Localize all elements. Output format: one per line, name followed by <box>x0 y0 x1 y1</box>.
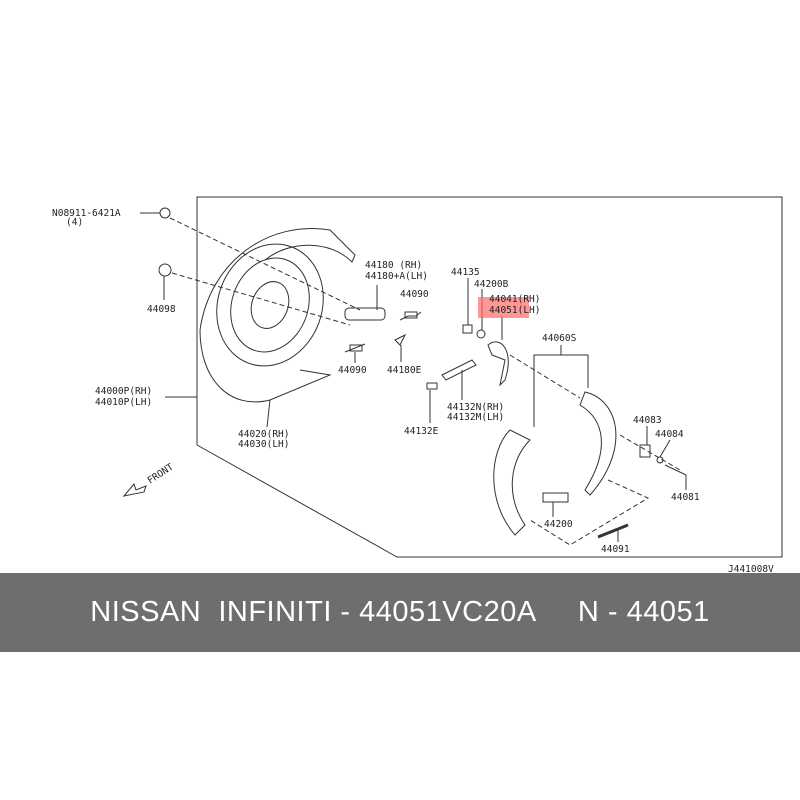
label-44200b[interactable]: 44200B <box>474 279 509 290</box>
label-44030[interactable]: 44030(LH) <box>238 439 289 450</box>
label-bolt-qty: (4) <box>66 217 83 228</box>
diagram-code: J441008V <box>728 564 774 573</box>
leader-lines <box>140 207 687 542</box>
banner-text: NISSAN INFINITI - 44051VC20A N - 44051 <box>90 596 710 628</box>
label-44081[interactable]: 44081 <box>671 492 700 503</box>
label-44098[interactable]: 44098 <box>147 304 176 315</box>
label-44091[interactable]: 44091 <box>601 544 630 555</box>
highlight-box <box>478 297 529 318</box>
label-44090-a[interactable]: 44090 <box>400 289 429 300</box>
diagram-frame <box>196 196 783 558</box>
label-44041[interactable]: 44041(RH) <box>489 294 540 305</box>
label-44020[interactable]: 44020(RH) <box>238 429 289 440</box>
label-44090-b[interactable]: 44090 <box>338 365 367 376</box>
label-44132e[interactable]: 44132E <box>404 426 439 437</box>
label-44135[interactable]: 44135 <box>451 267 480 278</box>
front-arrow-icon <box>122 482 147 497</box>
label-44180a[interactable]: 44180+A(LH) <box>365 271 428 282</box>
parts-diagram: FRONT N08911-6421A (4) 44098 44180 (RH) … <box>52 196 783 573</box>
label-44084[interactable]: 44084 <box>655 429 684 440</box>
label-44180e[interactable]: 44180E <box>387 365 422 376</box>
label-44132m[interactable]: 44132M(LH) <box>447 412 504 423</box>
front-label: FRONT <box>146 462 176 487</box>
label-44083[interactable]: 44083 <box>633 415 662 426</box>
label-bolt: N08911-6421A <box>52 208 121 219</box>
dashed-leaders <box>169 217 681 546</box>
label-44180[interactable]: 44180 (RH) <box>365 260 422 271</box>
label-44060s[interactable]: 44060S <box>542 333 577 344</box>
label-44010p[interactable]: 44010P(LH) <box>95 397 152 408</box>
label-44132n[interactable]: 44132N(RH) <box>447 402 504 413</box>
part-number-banner: NISSAN INFINITI - 44051VC20A N - 44051 <box>0 573 800 652</box>
label-44051[interactable]: 44051(LH) <box>489 305 540 316</box>
label-44000p[interactable]: 44000P(RH) <box>95 386 152 397</box>
backing-plate-drawing <box>199 228 356 428</box>
label-44200[interactable]: 44200 <box>544 519 573 530</box>
